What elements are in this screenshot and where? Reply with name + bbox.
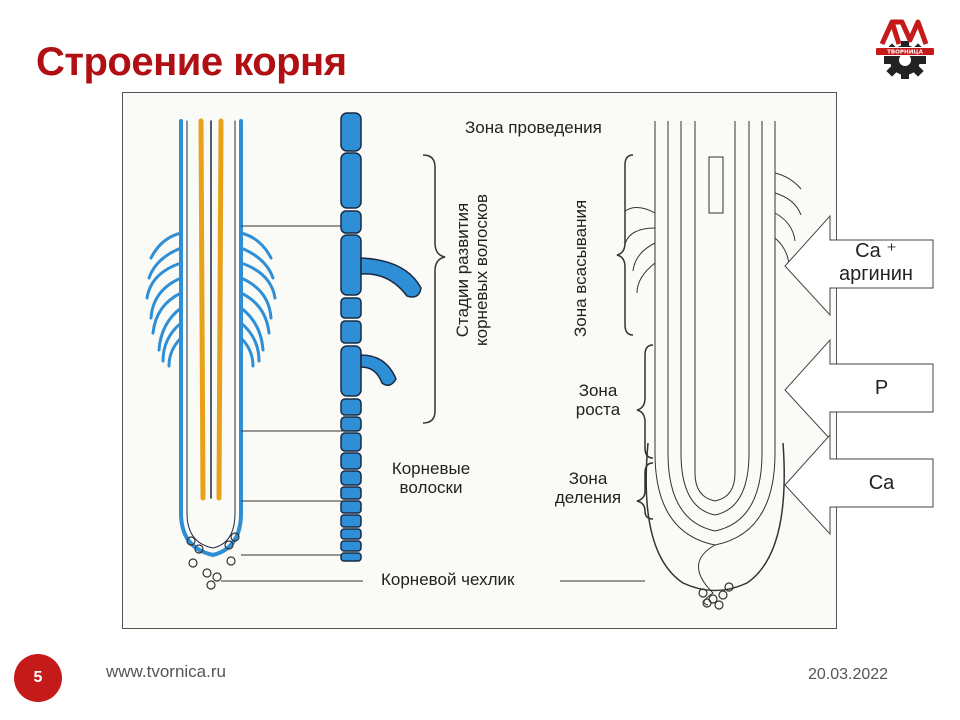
slide-title: Строение корня bbox=[36, 40, 347, 84]
tvornica-logo: ТВОРНИЦА bbox=[872, 16, 938, 82]
hair-stages-bracket bbox=[422, 154, 446, 424]
label-conduction-zone: Зона проведения bbox=[465, 118, 602, 137]
logo-text: ТВОРНИЦА bbox=[887, 50, 923, 56]
zone-brackets bbox=[616, 154, 654, 520]
zone-connector-lines bbox=[221, 225, 645, 582]
label-growth-zone: Зона роста bbox=[575, 381, 621, 419]
root-illustration bbox=[145, 112, 802, 610]
footer-url[interactable]: www.tvornica.ru bbox=[106, 662, 226, 681]
callout-p-label: P bbox=[874, 377, 889, 399]
callout-p: P bbox=[784, 338, 934, 441]
label-absorption-zone: Зона всасывания bbox=[571, 199, 590, 337]
root-overview-drawing bbox=[145, 118, 277, 590]
label-hair-stages: Стадии развития корневых волосков bbox=[453, 194, 491, 346]
footer-date: 20.03.2022 bbox=[808, 666, 889, 683]
callout-ca-arginine-label: Ca ⁺ аргинин bbox=[839, 240, 913, 285]
root-hair-column bbox=[340, 112, 422, 562]
label-root-cap: Корневой чехлик bbox=[381, 570, 515, 589]
callout-ca: Ca bbox=[784, 433, 934, 536]
root-section-drawing bbox=[624, 121, 802, 610]
page-number-badge: 5 bbox=[14, 654, 62, 702]
root-structure-figure: Зона проведения Зона всасывания Стадии р… bbox=[122, 92, 837, 629]
label-root-hairs: Корневые волоски bbox=[391, 459, 471, 497]
gear-icon bbox=[872, 41, 938, 79]
label-division-zone: Зона деления bbox=[554, 469, 622, 507]
callout-ca-arginine: Ca ⁺ аргинин bbox=[784, 214, 934, 317]
callout-ca-label: Ca bbox=[868, 472, 895, 494]
